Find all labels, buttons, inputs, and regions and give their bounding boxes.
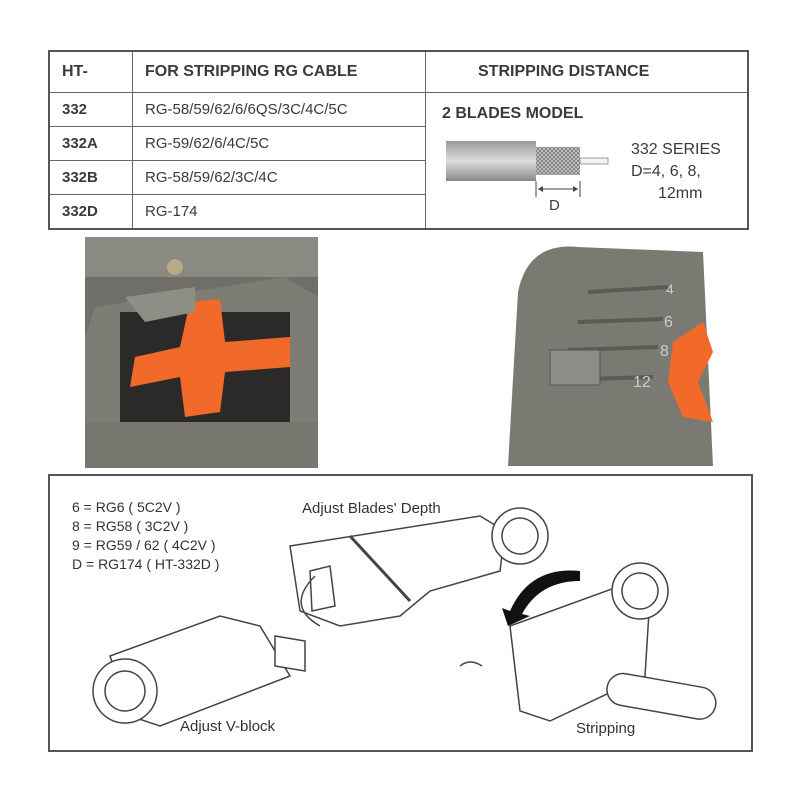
- tool-v-block: [92, 615, 306, 727]
- model-cell: 332: [48, 92, 133, 127]
- instructions-panel: 6 = RG6 ( 5C2V ) 8 = RG58 ( 3C2V ) 9 = R…: [48, 474, 753, 752]
- distance-values-unit: 12mm: [658, 185, 703, 202]
- spec-table: HT- FOR STRIPPING RG CABLE STRIPPING DIS…: [48, 50, 749, 230]
- scale-mark-12: 12: [633, 374, 651, 391]
- table-row: 332D RG-174: [48, 193, 748, 230]
- series-label: 332 SERIES: [631, 141, 721, 158]
- cable-cell: RG-58/59/62/6/6QS/3C/4C/5C: [132, 92, 426, 127]
- model-cell: 332D: [48, 193, 133, 230]
- table-row: 332A RG-59/62/6/4C/5C: [48, 125, 748, 161]
- legend-item: 6 = RG6 ( 5C2V ): [72, 499, 181, 515]
- model-cell: 332B: [48, 159, 133, 195]
- step-v-block: Adjust V-block: [180, 718, 276, 735]
- cable-core: [579, 157, 609, 165]
- scale-photo: 4 6 8 12: [488, 232, 722, 466]
- rotate-arrow-icon: [502, 570, 580, 626]
- legend-item: 8 = RG58 ( 3C2V ): [72, 518, 189, 534]
- legend-item: 9 = RG59 / 62 ( 4C2V ): [72, 537, 216, 553]
- dimension-label: D: [549, 197, 560, 214]
- model-cell: 332A: [48, 125, 133, 161]
- table-header-row: HT- FOR STRIPPING RG CABLE STRIPPING DIS…: [48, 50, 749, 93]
- cable-braid: [536, 147, 580, 175]
- header-cable: FOR STRIPPING RG CABLE: [132, 50, 426, 93]
- orange-vblock: [130, 299, 290, 417]
- header-distance: STRIPPING DISTANCE: [425, 50, 749, 93]
- tool-stripping: [509, 562, 717, 722]
- cable-jacket: [446, 141, 536, 181]
- blades-model-label: 2 BLADES MODEL: [442, 105, 584, 122]
- legend-item: D = RG174 ( HT-332D ): [72, 556, 220, 572]
- cable-cell: RG-59/62/6/4C/5C: [132, 125, 426, 161]
- cable-diagram: [446, 141, 609, 197]
- tool-illustrations: [92, 507, 717, 727]
- scale-mark-4: 4: [666, 281, 674, 297]
- cable-legend: 6 = RG6 ( 5C2V ) 8 = RG58 ( 3C2V ) 9 = R…: [72, 498, 219, 574]
- distance-cell: 2 BLADES MODEL D 332 SERIES D=4, 6, 8, 1…: [425, 92, 749, 230]
- table-row: 332 RG-58/59/62/6/6QS/3C/4C/5C 2 BLADES …: [48, 92, 749, 230]
- scale-mark-8: 8: [660, 343, 669, 360]
- tool-blades-depth: [289, 507, 549, 627]
- step-stripping: Stripping: [576, 720, 636, 737]
- cable-cell: RG-174: [132, 193, 426, 230]
- vblock-photo: [85, 237, 318, 468]
- header-model: HT-: [48, 50, 133, 93]
- step-blades-depth: Adjust Blades' Depth: [302, 500, 441, 517]
- distance-values: D=4, 6, 8,: [631, 163, 701, 180]
- scale-mark-6: 6: [664, 314, 673, 331]
- cable-cell: RG-58/59/62/3C/4C: [132, 159, 426, 195]
- orange-blade: [668, 322, 713, 422]
